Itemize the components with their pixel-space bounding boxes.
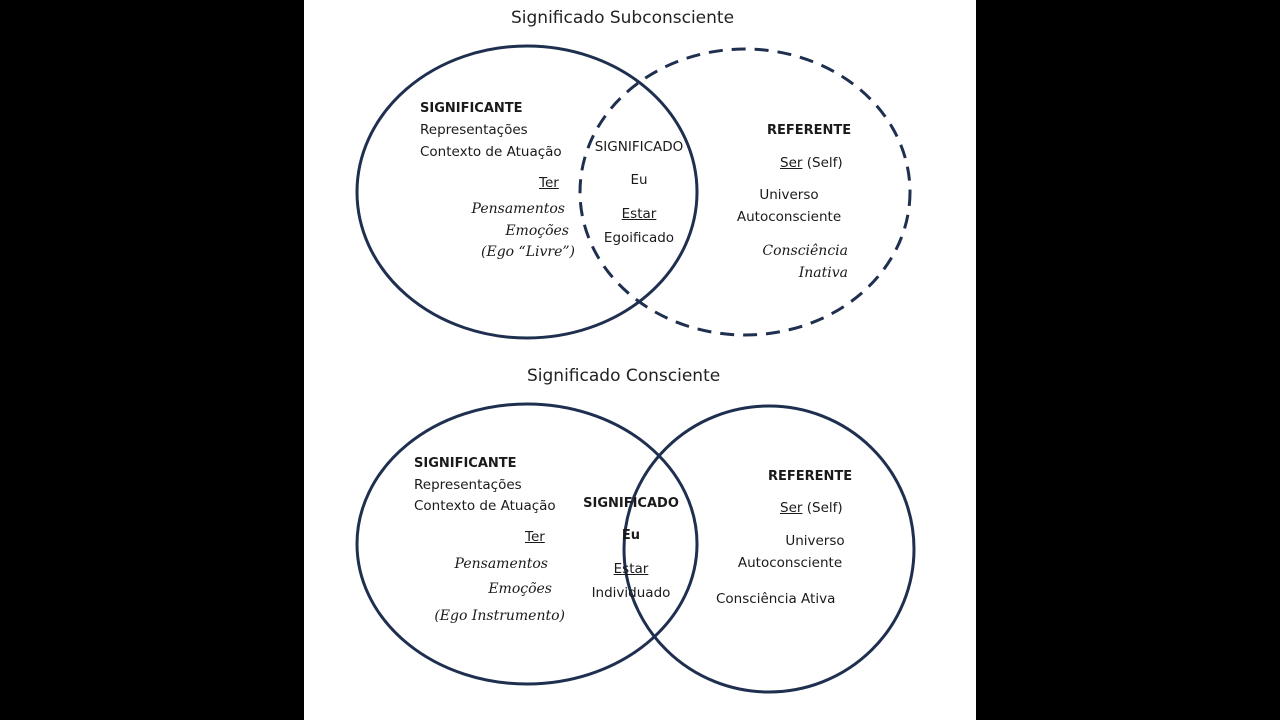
bottom-significante-contexto: Contexto de Atuação <box>414 498 556 514</box>
top-significante-circle <box>355 44 699 340</box>
top-referente-inativa: Inativa <box>798 265 848 281</box>
bottom-referente-heading: REFERENTE <box>768 469 853 484</box>
bottom-significante-pensamentos: Pensamentos <box>454 556 548 572</box>
top-significado-estar: Estar <box>621 206 657 222</box>
bottom-referente-universo: Universo <box>785 533 845 549</box>
top-significante-emocoes: Emoções <box>505 223 569 239</box>
top-significante-ego: (Ego “Livre”) <box>481 244 575 260</box>
bottom-referente-ser-line: Ser (Self) <box>780 500 843 516</box>
bottom-significado-state: Individuado <box>591 585 671 601</box>
top-significante-contexto: Contexto de Atuação <box>420 144 562 160</box>
top-referente-self: (Self) <box>806 155 843 171</box>
bottom-significado-estar: Estar <box>613 561 649 577</box>
bottom-referente-consciencia: Consciência Ativa <box>716 591 836 607</box>
bottom-referente-autoconsciente: Autoconsciente <box>737 555 843 571</box>
top-significante-representacoes: Representações <box>420 122 528 138</box>
bottom-significante-circle <box>355 402 699 686</box>
top-referente-universo: Universo <box>759 187 819 203</box>
bottom-title: Significado Consciente <box>527 366 721 386</box>
top-referente-autoconsciente: Autoconsciente <box>736 209 842 225</box>
bottom-referente-circle <box>622 404 916 694</box>
bottom-significante-heading: SIGNIFICANTE <box>414 456 517 471</box>
top-referente-ser: Ser <box>780 155 803 171</box>
top-significado-state: Egoificado <box>603 230 675 246</box>
top-referente-consciencia: Consciência <box>762 243 848 259</box>
bottom-significante-ego: (Ego Instrumento) <box>434 608 565 624</box>
top-significado-heading: SIGNIFICADO <box>594 139 684 155</box>
top-significante-pensamentos: Pensamentos <box>471 201 565 217</box>
top-significante-heading: SIGNIFICANTE <box>420 101 523 116</box>
bottom-referente-self: (Self) <box>806 500 843 516</box>
bottom-significado-heading: SIGNIFICADO <box>583 496 679 511</box>
top-significante-ter: Ter <box>539 175 559 191</box>
top-referente-ser-line: Ser (Self) <box>780 155 843 171</box>
bottom-significante-emocoes: Emoções <box>488 581 552 597</box>
bottom-referente-ser: Ser <box>780 500 803 516</box>
top-referente-circle <box>578 47 912 337</box>
diagram-panel <box>304 0 976 720</box>
bottom-significante-representacoes: Representações <box>414 477 522 493</box>
bottom-significado-eu: Eu <box>621 528 641 543</box>
bottom-significante-ter: Ter <box>525 529 545 545</box>
top-referente-heading: REFERENTE <box>767 123 852 138</box>
top-significado-eu: Eu <box>630 172 648 188</box>
top-title: Significado Subconsciente <box>511 8 735 28</box>
